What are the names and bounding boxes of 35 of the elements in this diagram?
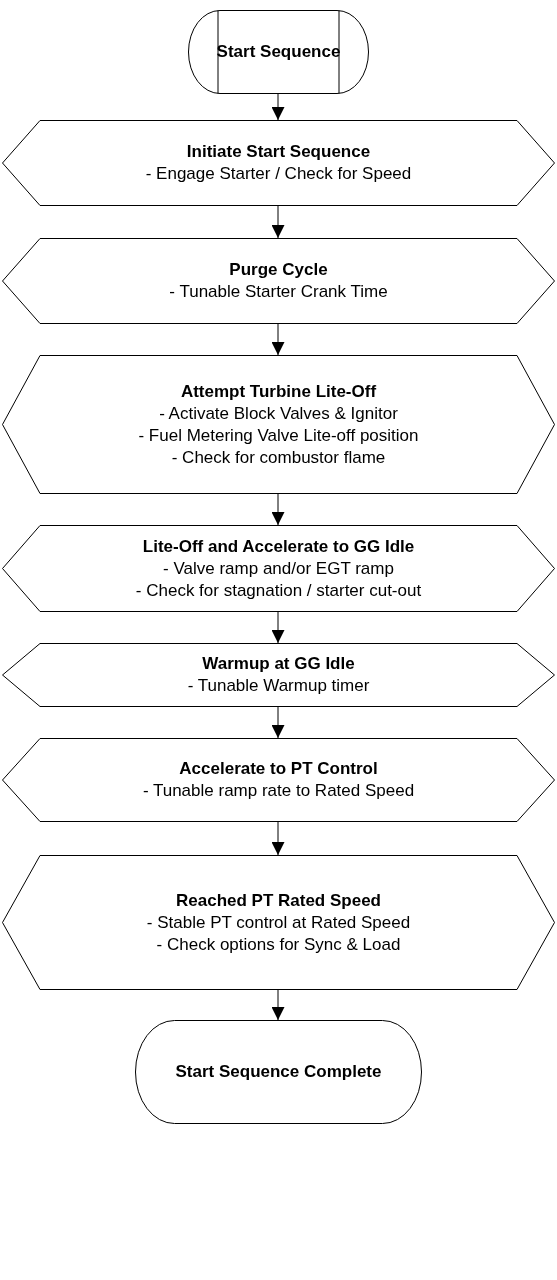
step-detail: - Check for combustor flame [171, 446, 386, 469]
step-detail: - Tunable Starter Crank Time [169, 281, 388, 303]
step-detail: - Check for stagnation / starter cut-out [135, 579, 422, 602]
step-title: Lite-Off and Accelerate to GG Idle [142, 535, 415, 558]
step-detail: - Check options for Sync & Load [156, 933, 401, 956]
process-hexagon [2, 643, 555, 707]
process-hexagon [2, 120, 555, 206]
arrow [271, 93, 285, 121]
step-title: Purge Cycle [229, 259, 328, 281]
process-hexagon [2, 355, 555, 494]
arrow [271, 821, 285, 856]
step-detail: - Tunable ramp rate to Rated Speed [142, 780, 415, 802]
step-detail: - Stable PT control at Rated Speed [146, 911, 411, 934]
arrow [271, 989, 285, 1021]
step-detail: - Valve ramp and/or EGT ramp [163, 557, 394, 580]
process-hexagon [2, 738, 555, 822]
arrow [271, 611, 285, 644]
step-title: Start Sequence Complete [175, 1061, 382, 1083]
step-title: Start Sequence [216, 41, 341, 63]
step-title: Accelerate to PT Control [179, 758, 378, 780]
arrow [271, 205, 285, 239]
step-title: Initiate Start Sequence [186, 141, 371, 163]
step-title: Attempt Turbine Lite-Off [180, 380, 377, 403]
step-detail: - Fuel Metering Valve Lite-off position [138, 424, 419, 447]
process-hexagon [2, 525, 555, 612]
arrow [271, 706, 285, 739]
arrow [271, 323, 285, 356]
step-detail: - Activate Block Valves & Ignitor [159, 402, 398, 425]
arrow [271, 493, 285, 526]
step-detail: - Tunable Warmup timer [187, 675, 370, 697]
step-title: Warmup at GG Idle [202, 653, 355, 675]
process-hexagon [2, 238, 555, 324]
step-title: Reached PT Rated Speed [176, 889, 381, 912]
process-hexagon [2, 855, 555, 990]
step-detail: - Engage Starter / Check for Speed [145, 163, 412, 185]
